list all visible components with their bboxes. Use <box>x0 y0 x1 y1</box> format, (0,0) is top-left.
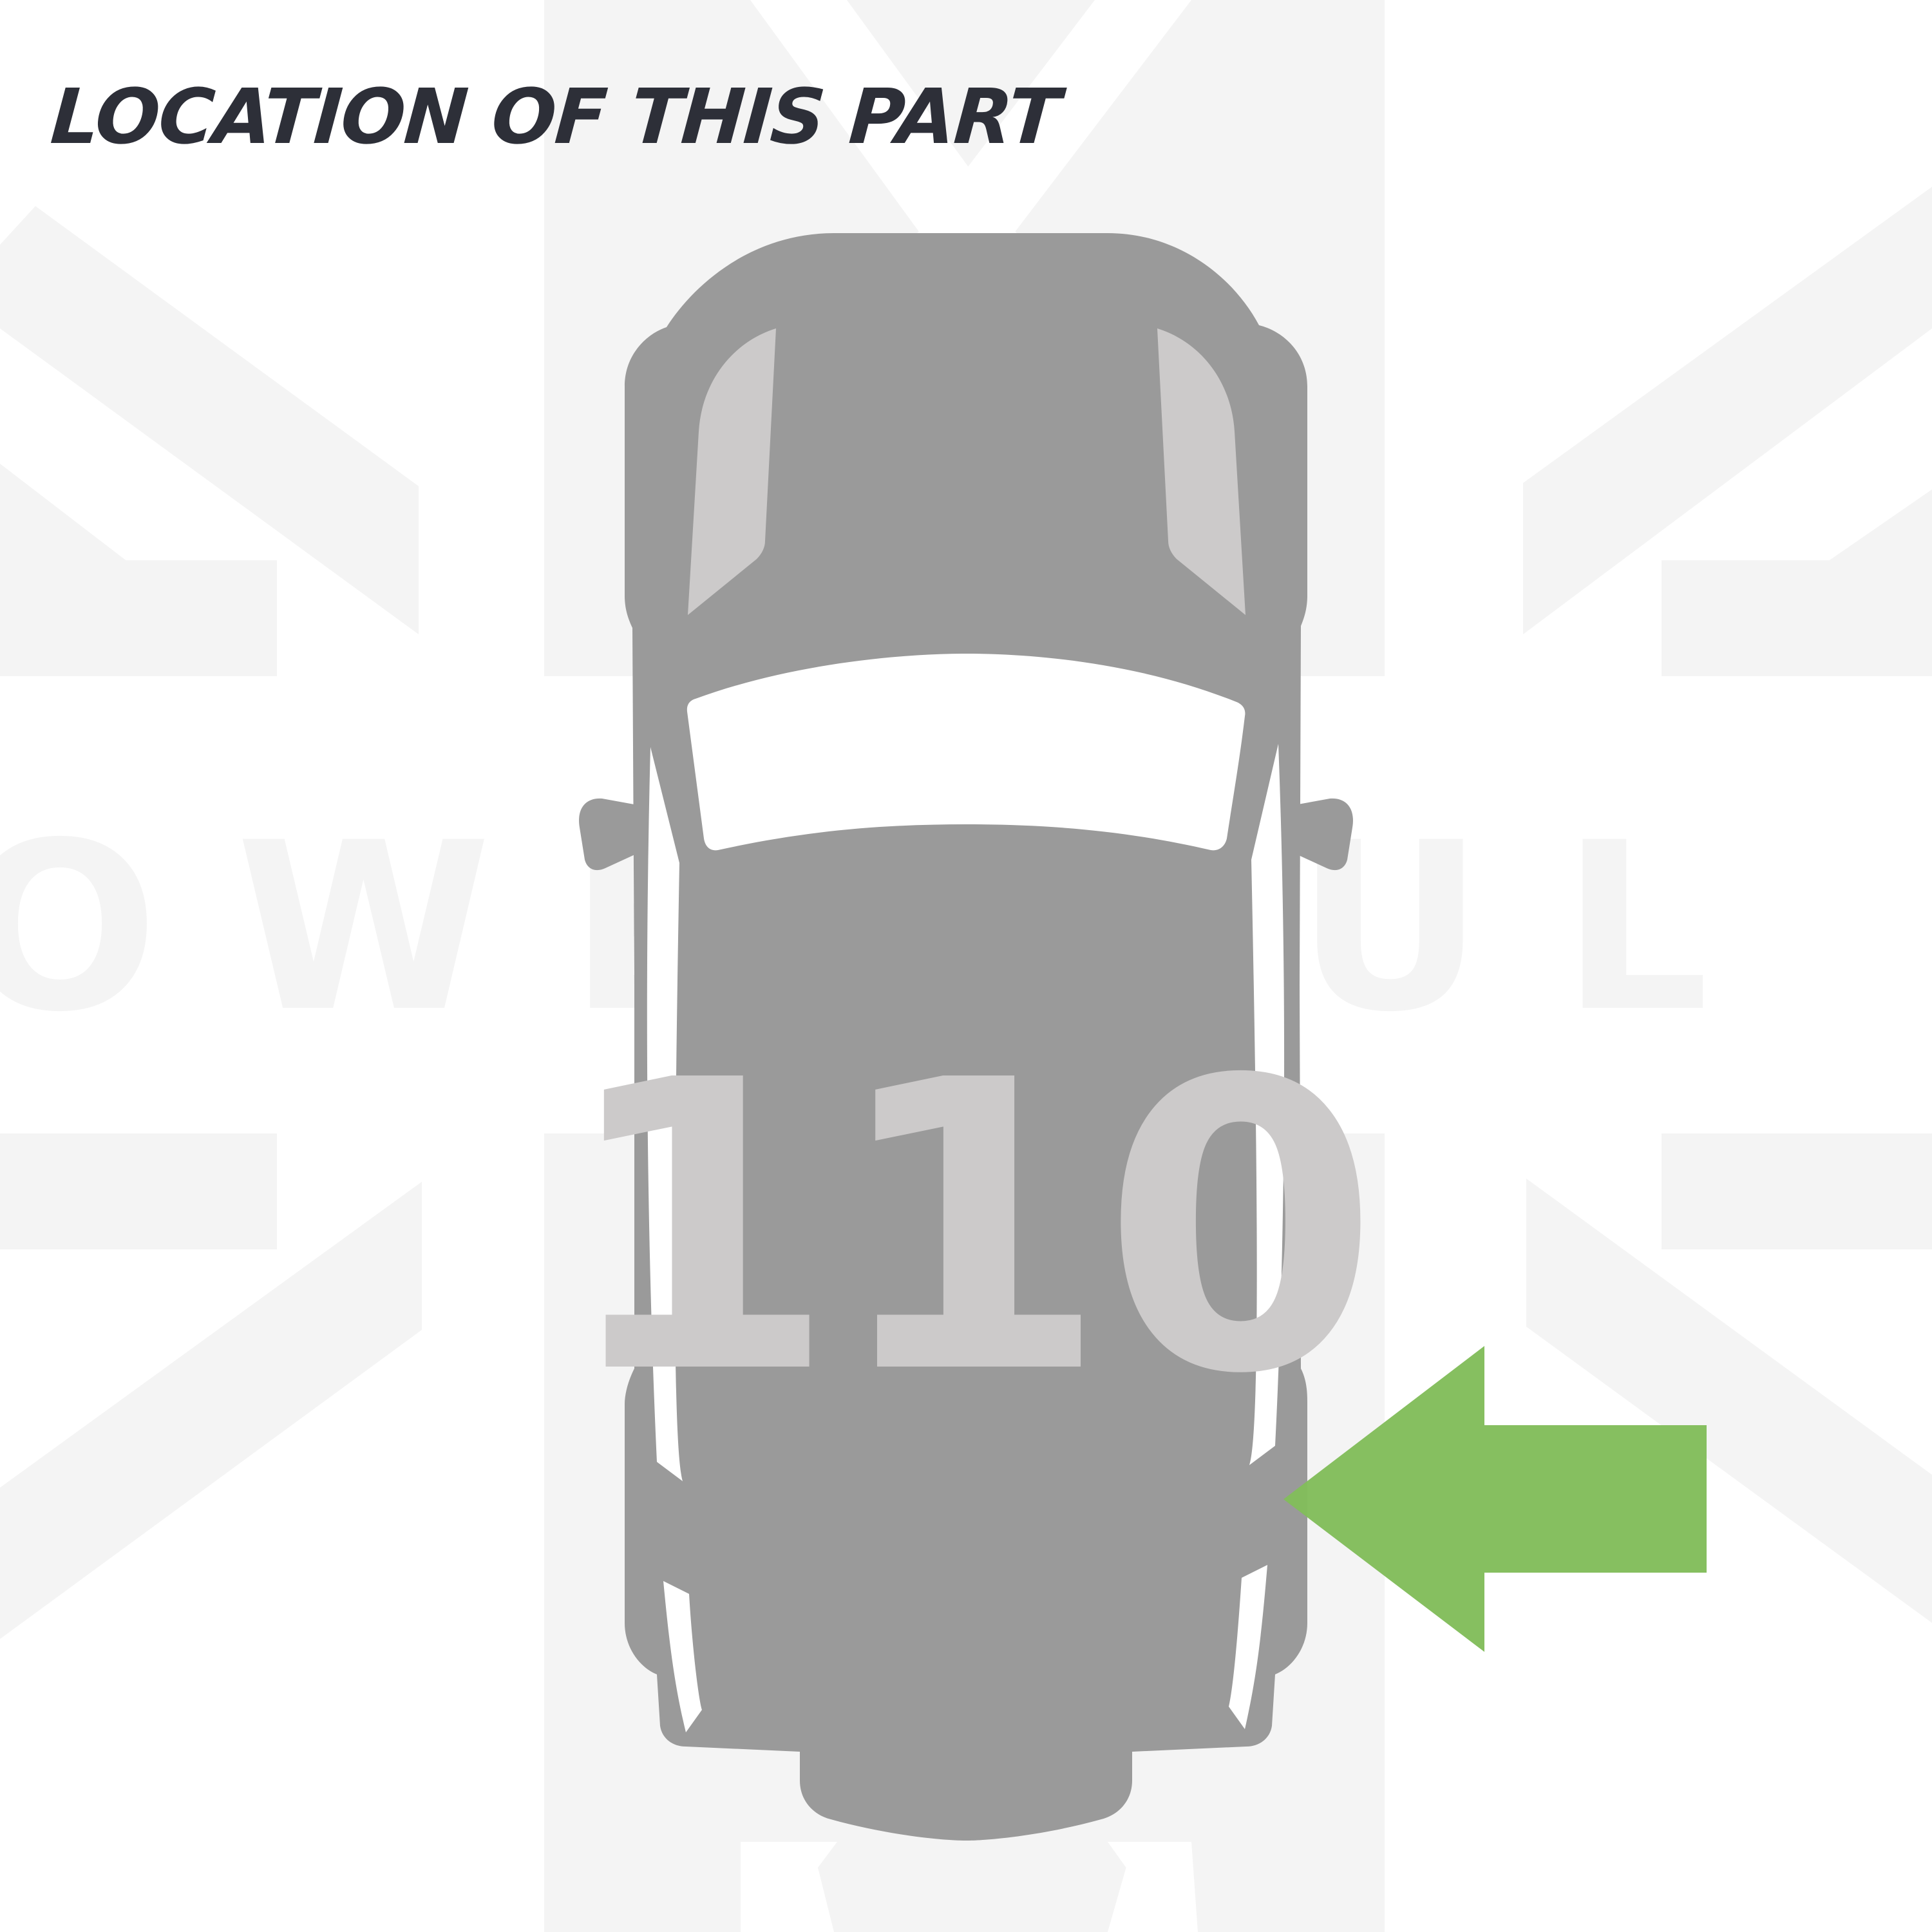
left-headlamp <box>688 328 776 615</box>
vehicle-body <box>625 233 1307 1841</box>
windshield <box>687 654 1245 851</box>
arrow-left-icon <box>1283 1346 1707 1652</box>
right-mirror <box>1294 798 1353 871</box>
right-side-window <box>1249 744 1285 1465</box>
right-headlamp <box>1157 328 1245 615</box>
page-title: LOCATION OF THIS PART <box>48 72 1068 161</box>
vehicle-top-view: 110 <box>559 233 1379 1841</box>
left-mirror <box>579 798 638 871</box>
left-rear-quarter-window <box>663 1581 702 1732</box>
right-rear-quarter-window <box>1229 1565 1267 1729</box>
left-side-window <box>647 747 683 1481</box>
model-number: 110 <box>559 997 1373 1461</box>
